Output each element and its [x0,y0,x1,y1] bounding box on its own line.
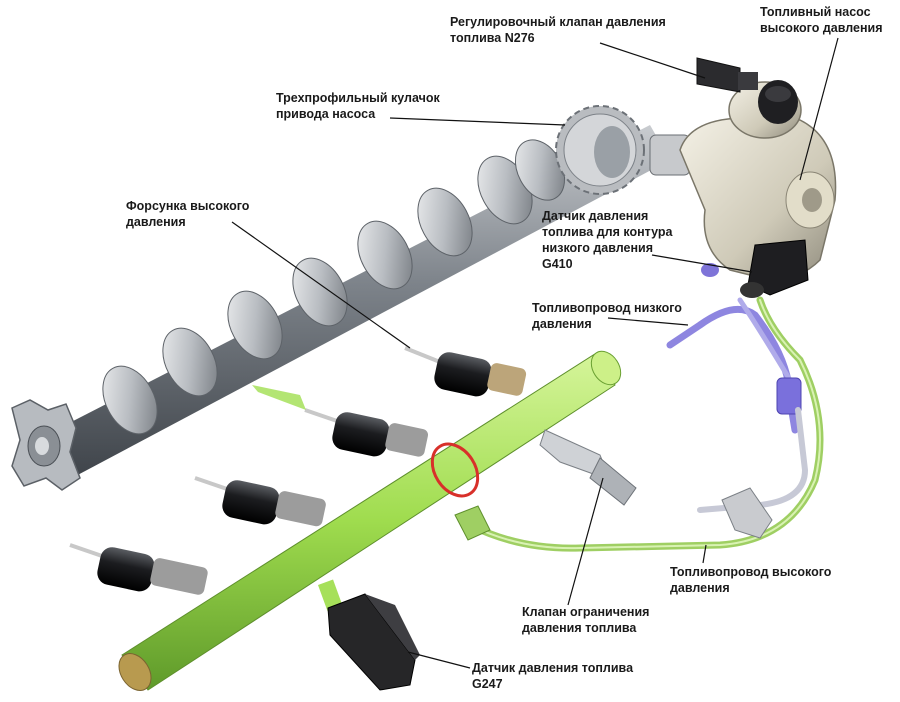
fuel-rail [118,350,622,691]
cam-lobes [102,139,566,435]
label-rail-pressure-sensor: Датчик давления топлива G247 [472,661,634,691]
camshaft [11,105,670,491]
label-pressure-regulator-valve: Регулировочный клапан давления топлива N… [450,15,666,45]
label-pressure-limiting-valve: Клапан ограничения давления топлива [522,605,650,635]
low-pressure-line [666,297,809,513]
injector-4 [69,543,208,595]
pressure-limiting-valve [454,429,637,541]
high-pressure-pump [649,80,837,281]
pressure-regulator-valve-n276 [696,57,758,93]
label-low-pressure-line: Топливопровод низкого давления [532,301,682,331]
injector-2 [304,408,429,457]
high-pressure-line [466,296,824,552]
rail-pressure-sensor-g247 [318,579,420,691]
pump-drive-cam-gear [555,105,645,195]
injector-1 [404,346,527,397]
label-high-pressure-injector: Форсунка высокого давления [126,199,250,229]
leader-lines [231,37,839,669]
label-low-pressure-sensor: Датчик давления топлива для контура низк… [542,209,673,271]
injectors [69,346,527,595]
line-bracket [721,487,773,539]
camshaft-end-flange [11,399,81,491]
label-high-pressure-line: Топливопровод высокого давления [670,565,832,595]
label-pump-drive-cam: Трехпрофильный кулачок привода насоса [276,91,440,121]
injector-spray [252,385,306,410]
low-pressure-sensor-g410 [701,239,809,298]
label-high-pressure-pump: Топливный насос высокого давления [760,5,883,35]
injector-3 [194,476,326,527]
